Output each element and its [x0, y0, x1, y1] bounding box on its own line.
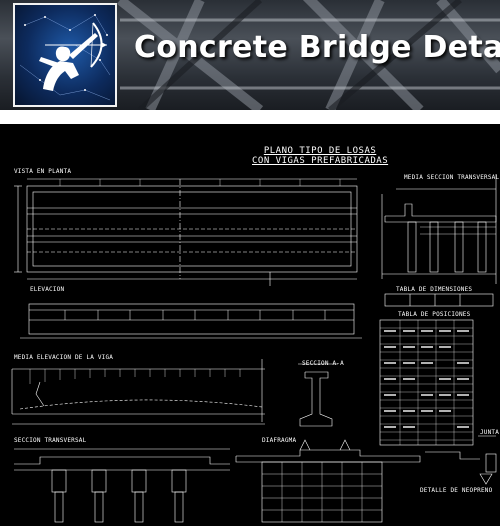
banner-divider: [0, 110, 500, 124]
label-tabla-dimensiones: TABLA DE DIMENSIONES: [396, 286, 473, 293]
sheet-title: PLANO TIPO DE LOSAS CON VIGAS PREFABRICA…: [252, 146, 388, 166]
cad-drawing: PLANO TIPO DE LOSAS CON VIGAS PREFABRICA…: [0, 124, 500, 526]
label-media-elevacion: MEDIA ELEVACION DE LA VIGA: [14, 354, 114, 361]
archer-icon: [19, 14, 111, 101]
label-vista-planta: VISTA EN PLANTA: [14, 168, 72, 175]
label-media-seccion: MEDIA SECCION TRANSVERSAL: [404, 174, 500, 181]
label-diafragma: DIAFRAGMA: [262, 437, 297, 444]
header-banner: Concrete Bridge Detail: [0, 0, 500, 110]
label-detalle-neopreno: DETALLE DE NEOPRENO: [420, 487, 493, 494]
cad-linework: [11, 174, 497, 523]
label-seccion-transversal: SECCION TRANSVERSAL: [14, 437, 87, 444]
steel-beams-background: [116, 0, 500, 110]
sheet-title-line1: PLANO TIPO DE LOSAS: [263, 146, 377, 156]
page-title: Concrete Bridge Detail: [134, 30, 500, 65]
label-elevacion: ELEVACION: [30, 286, 65, 293]
label-seccion-aa: SECCION A-A: [302, 360, 344, 367]
archer-logo: [13, 3, 117, 107]
sheet-title-line2: CON VIGAS PREFABRICADAS: [252, 156, 389, 166]
label-junta: JUNTA: [480, 429, 500, 436]
label-tabla-posiciones: TABLA DE POSICIONES: [398, 311, 471, 318]
